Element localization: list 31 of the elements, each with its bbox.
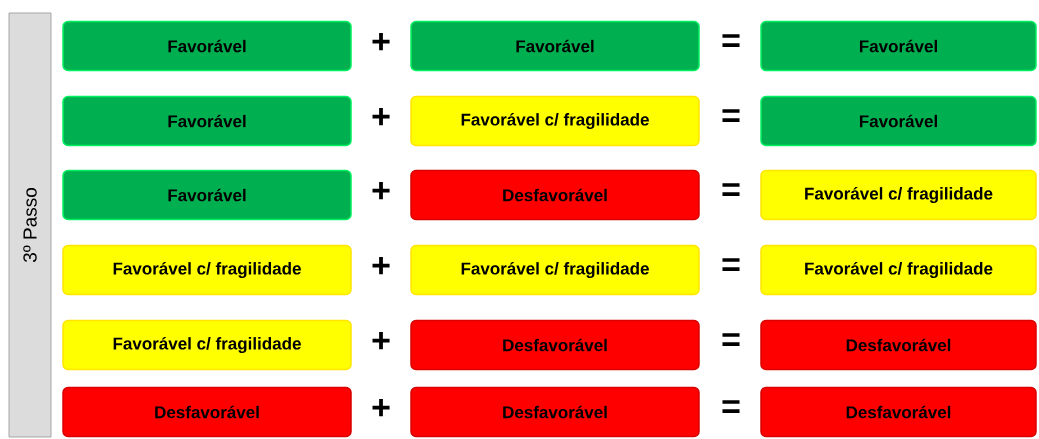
step-band: 3º Passo [8,12,52,438]
result-box: Desfavorável [760,386,1037,438]
result-box: Desfavorável [760,319,1037,371]
plus-sign: + [372,33,390,51]
result-box: Favorável c/ fragilidade [760,169,1037,221]
result-box: Desfavorável [410,386,700,438]
result-box: Favorável [410,20,700,72]
result-box: Favorável c/ fragilidade [62,319,352,371]
result-box: Favorável [760,95,1037,147]
result-box: Favorável [62,169,352,221]
result-box: Favorável c/ fragilidade [760,244,1037,296]
result-box: Desfavorável [62,386,352,438]
result-box: Favorável [62,95,352,147]
result-box: Favorável [62,20,352,72]
result-box: Desfavorável [410,319,700,371]
result-box: Favorável [760,20,1037,72]
plus-sign: + [372,257,390,275]
result-box: Favorável c/ fragilidade [62,244,352,296]
equals-sign: = [722,109,740,122]
plus-sign: + [372,108,390,126]
plus-sign: + [372,182,390,200]
result-box: Favorável c/ fragilidade [410,95,700,147]
plus-sign: + [372,399,390,417]
equals-sign: = [722,258,740,271]
result-box: Desfavorável [410,169,700,221]
result-box: Favorável c/ fragilidade [410,244,700,296]
plus-sign: + [372,332,390,350]
equals-sign: = [722,183,740,196]
equals-sign: = [722,400,740,413]
equals-sign: = [722,333,740,346]
equals-sign: = [722,34,740,47]
